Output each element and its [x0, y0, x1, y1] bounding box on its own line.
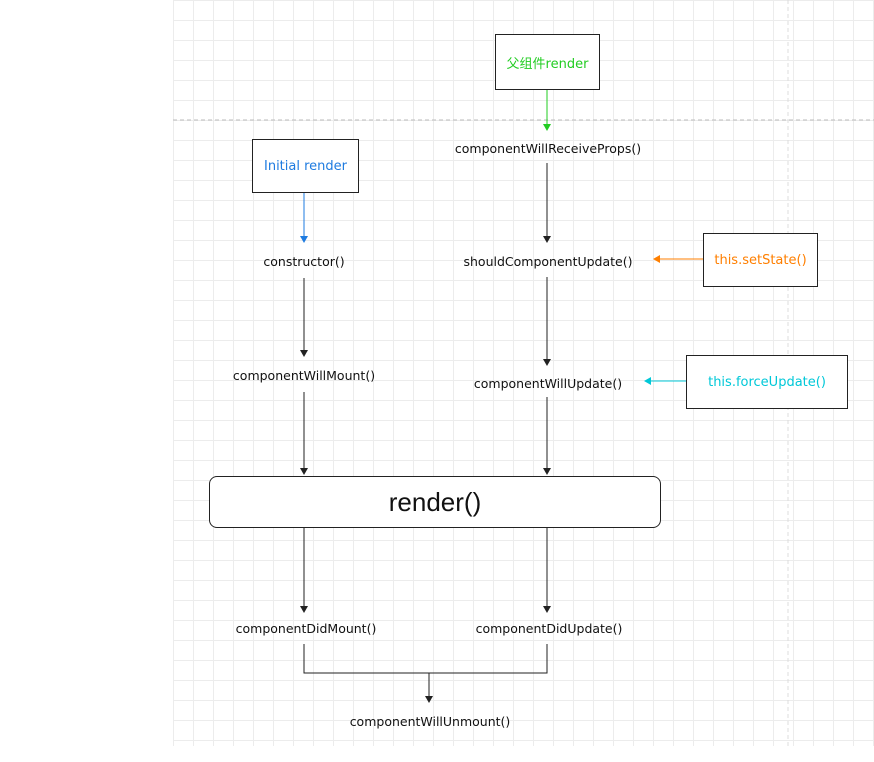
constructor-label: constructor(): [263, 254, 345, 269]
parent-render-label: 父组件render: [506, 56, 589, 72]
component-did-update-label: componentDidUpdate(): [475, 621, 623, 636]
initial-render-node: Initial render: [252, 139, 359, 193]
initial-render-label: Initial render: [264, 158, 347, 174]
component-did-mount-label: componentDidMount(): [235, 621, 377, 636]
set-state-label: this.setState(): [714, 252, 807, 268]
parent-render-node: 父组件render: [495, 34, 600, 90]
force-update-label: this.forceUpdate(): [708, 374, 826, 390]
force-update-node: this.forceUpdate(): [686, 355, 848, 409]
component-will-mount-label: componentWillMount(): [232, 368, 376, 383]
render-label: render(): [388, 486, 482, 517]
component-will-update-label: componentWillUpdate(): [473, 376, 623, 391]
set-state-node: this.setState(): [703, 233, 818, 287]
component-will-receive-props-label: componentWillReceiveProps(): [454, 141, 642, 156]
render-node: render(): [209, 476, 661, 528]
edge-merge-to-unmount: [303, 644, 548, 674]
should-component-update-label: shouldComponentUpdate(): [463, 254, 633, 269]
component-will-unmount-label: componentWillUnmount(): [349, 714, 511, 729]
